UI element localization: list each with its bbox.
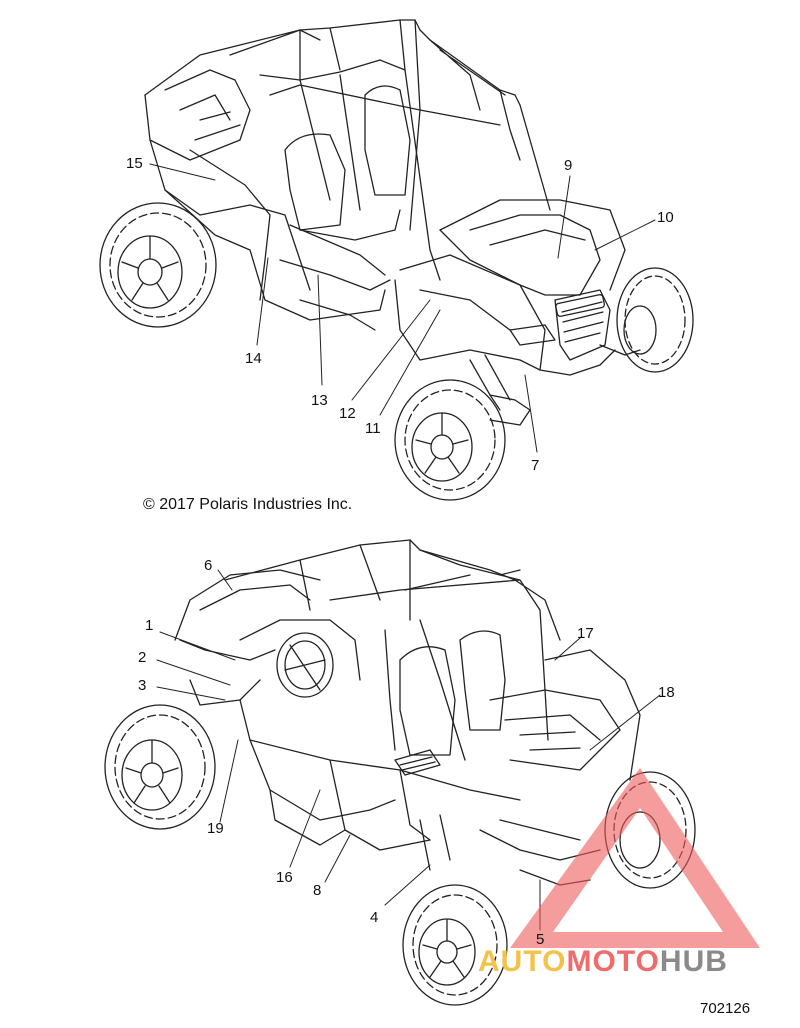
callout-3: 3 (138, 677, 146, 694)
watermark-logo: AUTOMOTOHUB (478, 945, 728, 979)
wheel-top-front-right (616, 267, 694, 373)
leader-lines-bottom (156, 569, 661, 931)
copyright-notice: © 2017 Polaris Industries Inc. (143, 496, 353, 513)
callout-12: 12 (339, 405, 356, 422)
callout-10: 10 (657, 209, 674, 226)
wheel-top-front-left (394, 379, 531, 501)
callout-9: 9 (564, 157, 572, 174)
wheel-top-rear-left (99, 202, 217, 328)
callout-13: 13 (311, 392, 328, 409)
watermark-hub: HUB (659, 945, 728, 978)
watermark-auto: AUTO (478, 945, 567, 978)
callout-18: 18 (658, 684, 675, 701)
watermark-triangle-icon (510, 768, 760, 948)
vehicle-bottom-view (174, 539, 641, 886)
callout-4: 4 (370, 909, 378, 926)
part-number: 702126 (700, 1000, 751, 1017)
watermark-moto: MOTO (566, 945, 660, 978)
callout-16: 16 (276, 869, 293, 886)
wheel-bottom-front (402, 884, 508, 1006)
callout-2: 2 (138, 649, 146, 666)
callout-5: 5 (536, 931, 544, 948)
callout-17: 17 (577, 625, 594, 642)
callout-8: 8 (313, 882, 321, 899)
callout-11: 11 (365, 420, 381, 437)
callout-labels-top: 15 9 10 14 13 12 11 7 (126, 155, 674, 474)
wheel-bottom-left (104, 704, 216, 830)
callout-6: 6 (204, 557, 212, 574)
callout-14: 14 (245, 350, 262, 367)
vehicle-top-view (144, 19, 641, 411)
callout-1: 1 (145, 617, 153, 634)
leader-lines-top (149, 163, 656, 453)
callout-7: 7 (531, 457, 539, 474)
callout-19: 19 (207, 820, 224, 837)
callout-15: 15 (126, 155, 143, 172)
callout-labels-bottom: 6 1 2 3 17 18 19 16 8 4 5 (138, 557, 675, 948)
